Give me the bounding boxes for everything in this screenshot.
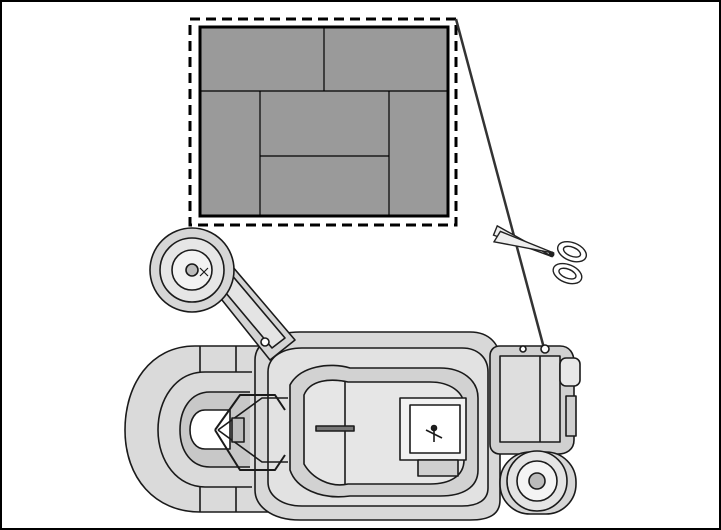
caster-wheel [149,227,235,313]
cut-sheet-icon [188,17,458,227]
rear-wheel [499,450,577,515]
cut-guide-line [454,18,547,353]
machine-topview-icon [124,227,581,521]
machine-skirt-inner [157,371,252,488]
scissors-icon [492,224,588,285]
dashed-cut-outline [188,17,458,227]
